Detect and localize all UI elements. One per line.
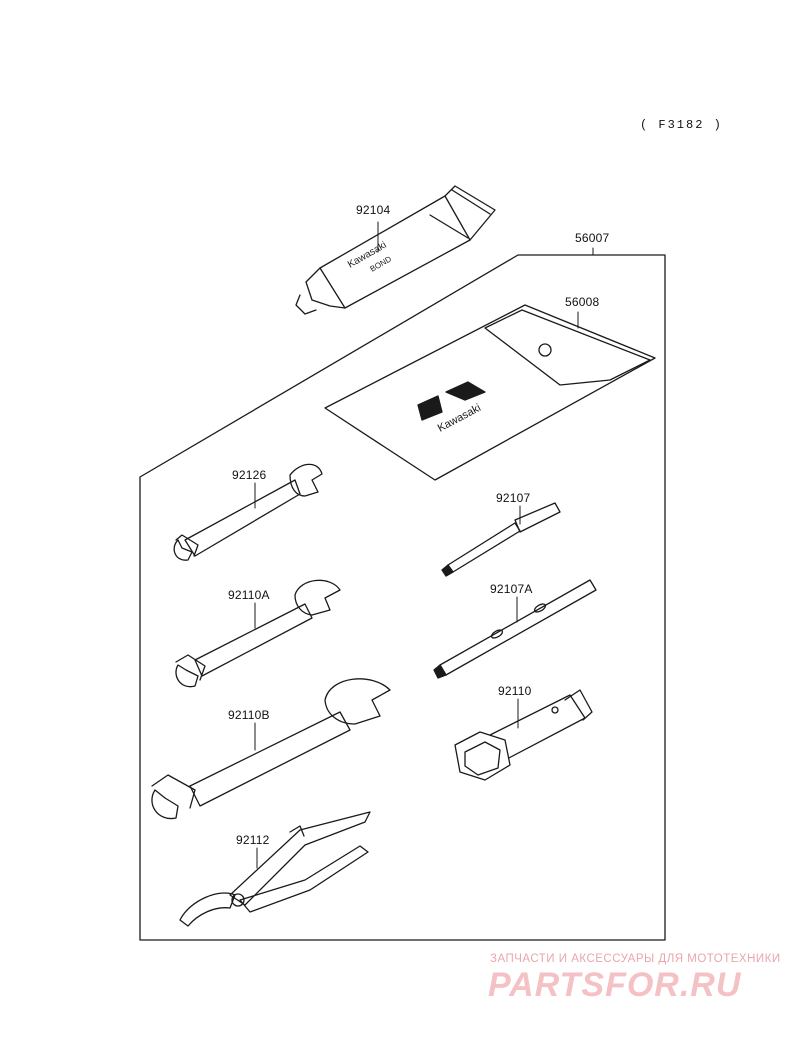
wrench-92110b <box>151 678 391 820</box>
label-56008[interactable]: 56008 <box>565 295 600 309</box>
diagram-code: ( F3182 ) <box>640 118 723 132</box>
label-92104[interactable]: 92104 <box>356 203 391 217</box>
label-92107a[interactable]: 92107A <box>490 582 533 596</box>
watermark-site: PARTSFOR.RU <box>488 966 742 1004</box>
wrench-92126 <box>173 463 323 561</box>
plug-wrench-92110 <box>454 689 593 781</box>
label-92110b[interactable]: 92110B <box>228 708 270 722</box>
tool-pouch <box>324 304 656 481</box>
label-92110[interactable]: 92110 <box>498 684 532 698</box>
kit-outline <box>139 254 666 941</box>
label-56007[interactable]: 56007 <box>575 231 610 245</box>
pliers-92112 <box>179 811 371 927</box>
wrench-92110a <box>175 579 341 688</box>
label-92110a[interactable]: 92110A <box>228 588 270 602</box>
bond-tube <box>295 185 496 315</box>
label-92112[interactable]: 92112 <box>236 833 270 847</box>
watermark-tagline: ЗАПЧАСТИ И АКСЕССУАРЫ ДЛЯ МОТОТЕХНИКИ <box>490 953 781 965</box>
screwdriver-92107 <box>441 502 561 577</box>
label-92126[interactable]: 92126 <box>232 468 267 482</box>
label-92107[interactable]: 92107 <box>496 491 531 505</box>
screwdriver-92107a <box>433 579 597 679</box>
